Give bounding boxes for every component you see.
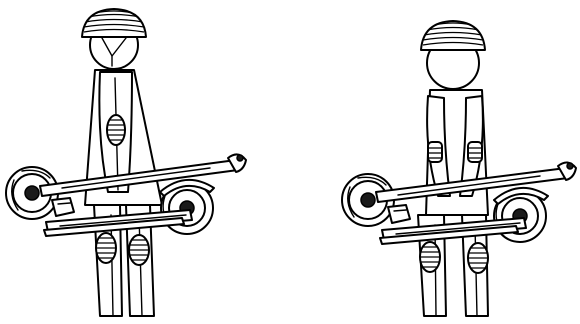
right-figure-helmet bbox=[421, 21, 485, 50]
right-figure-elbow-pad-right bbox=[468, 142, 482, 162]
left-figure-helmet bbox=[82, 9, 146, 37]
left-figure bbox=[82, 9, 162, 316]
right-figure bbox=[418, 21, 490, 316]
right-figure-elbow-pad-left bbox=[428, 142, 442, 162]
